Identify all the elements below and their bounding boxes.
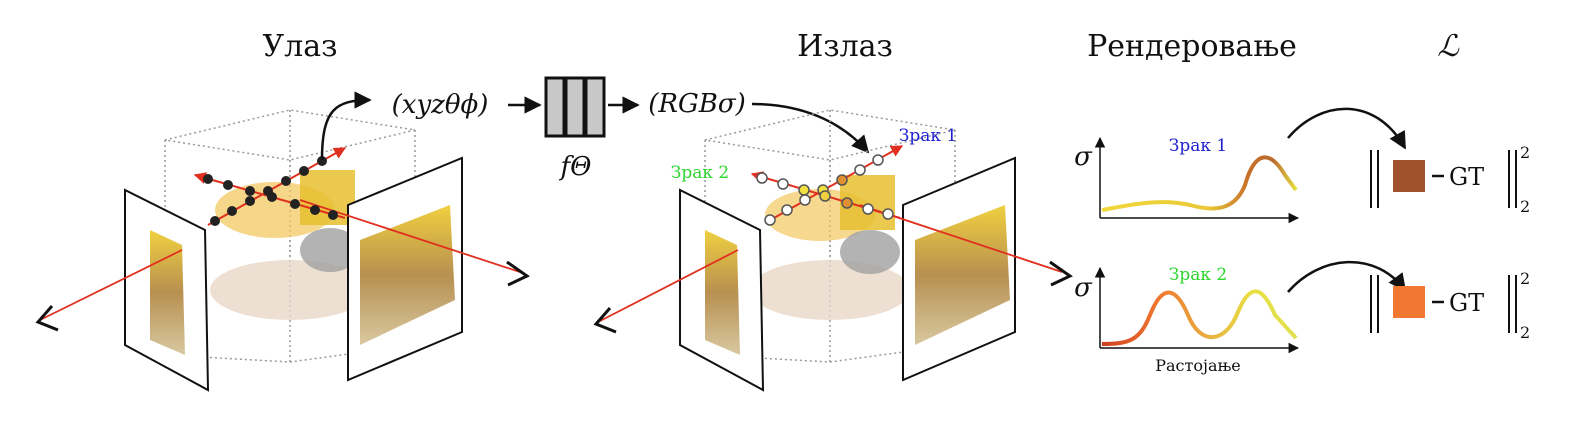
camera-icon-left <box>35 305 59 332</box>
ray2-label-plot: Зрак 2 <box>1169 265 1227 285</box>
loss-term-ray1: GT 2 2 <box>1370 143 1530 216</box>
output-camera-ray-right <box>859 204 1063 273</box>
norm-exponent-2: 2 <box>1520 269 1530 288</box>
output-camera-icon-left <box>593 307 617 334</box>
output-image-plane-right <box>902 156 1016 382</box>
ground-truth-label-2: GT <box>1449 289 1484 317</box>
output-sample-points <box>756 154 894 226</box>
camera-ray-left <box>39 249 183 321</box>
rendered-color-swatch-2 <box>1393 286 1425 318</box>
plot2-density-curve <box>1101 289 1298 346</box>
network-function: fΘ <box>559 152 592 182</box>
input-image-plane-left <box>124 188 210 392</box>
ray1-label-plot: Зрак 1 <box>1169 136 1227 156</box>
input-scene-object <box>210 170 370 320</box>
input-image-plane-right <box>347 156 463 382</box>
heading-loss: ℒ <box>1437 29 1460 64</box>
norm-exponent-1: 2 <box>1520 143 1530 162</box>
output-scene: Зрак 1 Зрак 2 <box>593 109 1073 392</box>
input-sample-points <box>203 156 338 226</box>
camera-icon-right <box>506 260 530 287</box>
plot2-x-label: Растојање <box>1155 356 1240 375</box>
density-plot-ray2: σ Зрак 2 Растојање <box>1074 265 1300 375</box>
output-to-scene-arrow <box>751 102 870 154</box>
output-tuple: (RGBσ) <box>648 89 746 119</box>
loss-term-ray2: GT 2 2 <box>1370 269 1530 342</box>
heading-output: Излаз <box>797 29 893 64</box>
input-scene <box>35 91 530 392</box>
output-image-plane-left <box>679 188 765 392</box>
rendered-color-swatch-1 <box>1393 160 1425 192</box>
plot1-to-loss-arrow <box>1287 107 1407 150</box>
plot1-y-label: σ <box>1074 142 1093 172</box>
density-plot-ray1: σ Зрак 1 <box>1074 136 1300 224</box>
plot1-density-curve <box>1101 155 1298 212</box>
input-to-network-arrow <box>320 91 372 161</box>
ground-truth-label-1: GT <box>1449 163 1484 191</box>
norm-subscript-1: 2 <box>1520 197 1530 216</box>
network-block <box>544 76 606 138</box>
output-camera-icon-right <box>1049 260 1073 287</box>
plot2-to-loss-arrow <box>1287 260 1407 293</box>
input-tuple: (xyzθϕ) <box>392 90 489 120</box>
plot2-y-label: σ <box>1074 273 1093 303</box>
heading-input: Улаз <box>263 29 338 64</box>
heading-rendering: Рендеровање <box>1087 29 1297 64</box>
ray2-label-scene: Зрак 2 <box>671 163 729 183</box>
ray1-label-scene: Зрак 1 <box>899 126 957 146</box>
output-camera-ray-left <box>597 249 739 323</box>
norm-subscript-2: 2 <box>1520 323 1530 342</box>
